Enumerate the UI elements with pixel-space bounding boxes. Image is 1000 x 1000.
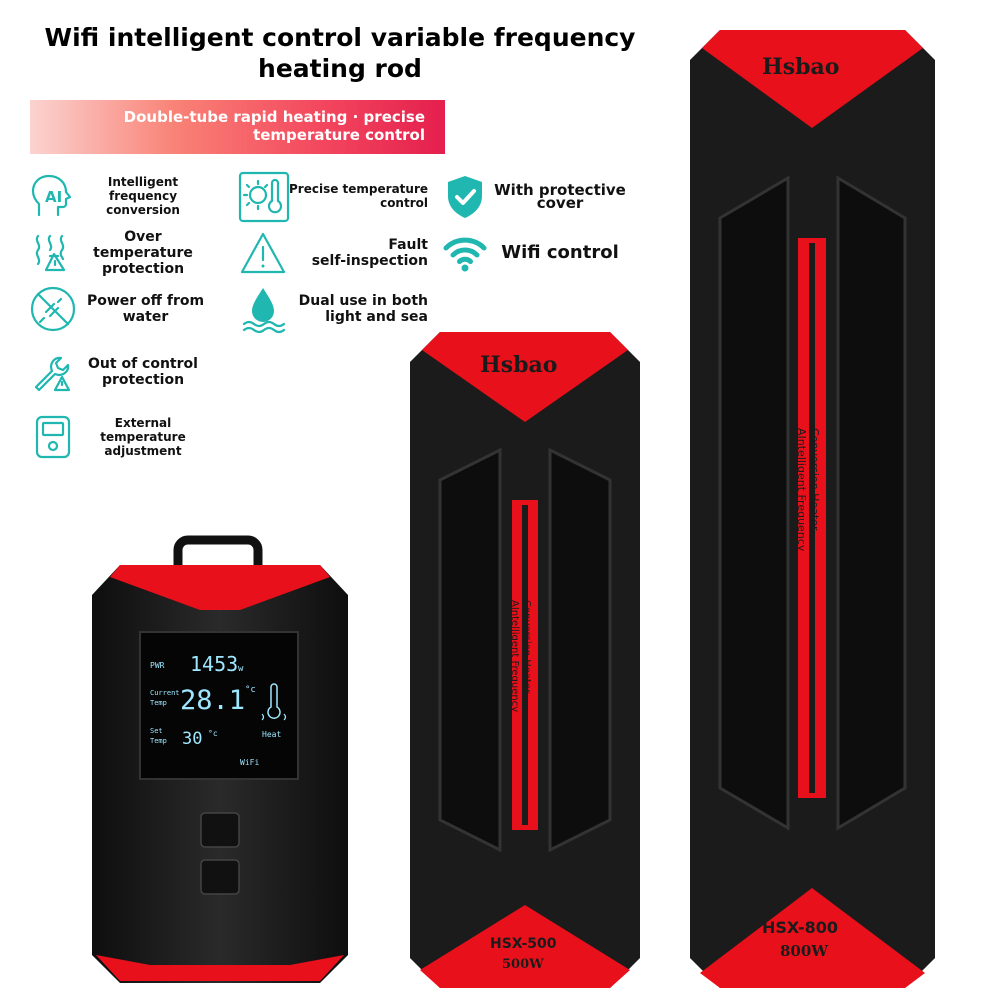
label-line: adjustment: [104, 444, 182, 458]
heater-500-top-cap: [422, 332, 628, 422]
feature-label: Power off from water: [78, 293, 213, 325]
label-line: control: [380, 196, 428, 210]
lcd-set-value: 30: [182, 729, 202, 749]
title-line-2: heating rod: [258, 54, 422, 83]
feature-label: Fault self-inspection: [288, 237, 428, 269]
no-plug-icon: [28, 284, 78, 334]
lcd-current-value: 28.1: [180, 685, 245, 716]
feature-intelligent-frequency: AI Intelligent frequency conversion: [28, 171, 208, 221]
feature-fault: Fault self-inspection: [238, 228, 428, 278]
heater-800-bottom-cap: [700, 888, 925, 988]
heater-800-side-text-2: Conversion Heater: [808, 428, 821, 531]
heater-500-model: HSX-500: [490, 936, 557, 952]
feature-precise-temp: Precise temperature control: [238, 171, 428, 223]
lcd-screen: [139, 631, 299, 780]
feature-label: Precise temperature control: [288, 182, 428, 210]
label-line: cover: [536, 194, 584, 212]
label-line: protection: [101, 261, 185, 277]
title-line-1: Wifi intelligent control variable freque…: [44, 23, 636, 52]
heater-500-power: 500W: [502, 957, 544, 972]
label-line: Wifi control: [501, 242, 619, 263]
top-red-trim: [110, 565, 330, 610]
banner-text: Double-tube rapid heating · precise temp…: [95, 108, 425, 144]
lcd-current-unit: °c: [245, 685, 256, 695]
heater-500-side-text-2: Conversion Heater: [521, 600, 532, 694]
heater-800-side-text-1: AIntelligent Frequency: [795, 428, 808, 552]
label-line: water: [122, 309, 169, 325]
controller-icon: [28, 412, 78, 462]
lcd-pwr-label: PWR: [150, 661, 165, 670]
feature-label: Intelligent frequency conversion: [78, 175, 208, 217]
feature-external-temp: External temperature adjustment: [28, 412, 208, 462]
label-line: Intelligent frequency: [107, 175, 179, 203]
heater-800-top-cap: [702, 30, 923, 128]
feature-dual-use: Dual use in both light and sea: [238, 284, 428, 334]
lcd-set-label-1: Set: [150, 727, 163, 735]
ai-head-icon: AI: [28, 171, 78, 221]
heater-500-side-text-1: AIntelligent Frequency: [509, 600, 520, 712]
page-title: Wifi intelligent control variable freque…: [20, 22, 660, 84]
feature-label: Out of control protection: [78, 356, 208, 388]
wifi-icon: [440, 228, 490, 278]
lcd-pwr-unit: w: [238, 664, 244, 674]
heater-hsx-800: Hsbao AIntelligent Frequency Conversion …: [690, 30, 935, 988]
heat-warning-icon: [28, 228, 78, 278]
svg-text:AI: AI: [45, 188, 62, 206]
label-line: light and sea: [325, 309, 428, 325]
water-drop-icon: [238, 284, 288, 334]
label-line: External temperature: [100, 416, 186, 444]
label-line: Power off from: [86, 293, 205, 309]
feature-label: Wifi control: [490, 243, 630, 263]
lcd-pwr-value: 1453: [190, 652, 238, 676]
label-line: With protective: [494, 181, 626, 199]
heater-800-element-slot: [809, 243, 815, 793]
lcd-set-label-2: Temp: [150, 737, 167, 745]
feature-label: External temperature adjustment: [78, 416, 208, 458]
lcd-heat-label: Heat: [262, 730, 281, 739]
feature-label: Over temperature protection: [78, 229, 208, 277]
sun-thermometer-icon: [238, 171, 290, 223]
shield-check-icon: [440, 172, 490, 222]
label-line: Over temperature: [93, 229, 193, 261]
label-line: Fault: [388, 237, 428, 253]
feature-protective-cover: With protective cover: [440, 172, 630, 222]
wrench-warning-icon: [28, 347, 78, 397]
label-line: self-inspection: [311, 253, 428, 269]
label-line: Precise temperature: [289, 182, 428, 196]
heater-800-brand: Hsbao: [762, 54, 839, 80]
heater-500-element-slot: [522, 505, 528, 825]
label-line: Out of control: [88, 356, 198, 372]
label-line: Dual use in both: [298, 293, 428, 309]
lcd-wifi-label: WiFi: [240, 758, 259, 767]
feature-out-of-control: Out of control protection: [28, 347, 208, 397]
warning-triangle-icon: [238, 228, 288, 278]
heater-500-grille: [438, 447, 612, 853]
heater-500-brand: Hsbao: [480, 352, 557, 378]
lcd-current-label-1: Current: [150, 689, 180, 697]
heater-800-power: 800W: [780, 942, 829, 960]
lcd-thermometer-icon: [261, 683, 287, 721]
heater-800-model: HSX-800: [762, 918, 838, 937]
controller-down-button[interactable]: [200, 859, 240, 895]
lcd-set-unit: °c: [208, 729, 218, 738]
lcd-current-label-2: Temp: [150, 699, 167, 707]
feature-label: Dual use in both light and sea: [288, 293, 428, 325]
controller-unit: PWR 1453 w Current Temp 28.1 °c Set Temp…: [92, 535, 348, 983]
heater-800-grille: [718, 175, 907, 831]
label-line: protection: [101, 372, 185, 388]
banner-line-2: temperature control: [253, 126, 425, 144]
heater-500-bottom-cap: [420, 905, 630, 988]
hanger-loop: [173, 535, 263, 570]
controller-up-button[interactable]: [200, 812, 240, 848]
feature-wifi: Wifi control: [440, 228, 630, 278]
feature-label: With protective cover: [490, 181, 630, 212]
feature-power-off: Power off from water: [28, 284, 213, 334]
banner-line-1: Double-tube rapid heating · precise: [123, 108, 425, 126]
bottom-red-trim: [96, 955, 344, 981]
label-line: conversion: [106, 203, 180, 217]
feature-over-temperature: Over temperature protection: [28, 228, 208, 278]
subtitle-banner: Double-tube rapid heating · precise temp…: [30, 100, 445, 154]
heater-hsx-500: Hsbao AIntelligent Frequency Conversion …: [410, 332, 640, 988]
